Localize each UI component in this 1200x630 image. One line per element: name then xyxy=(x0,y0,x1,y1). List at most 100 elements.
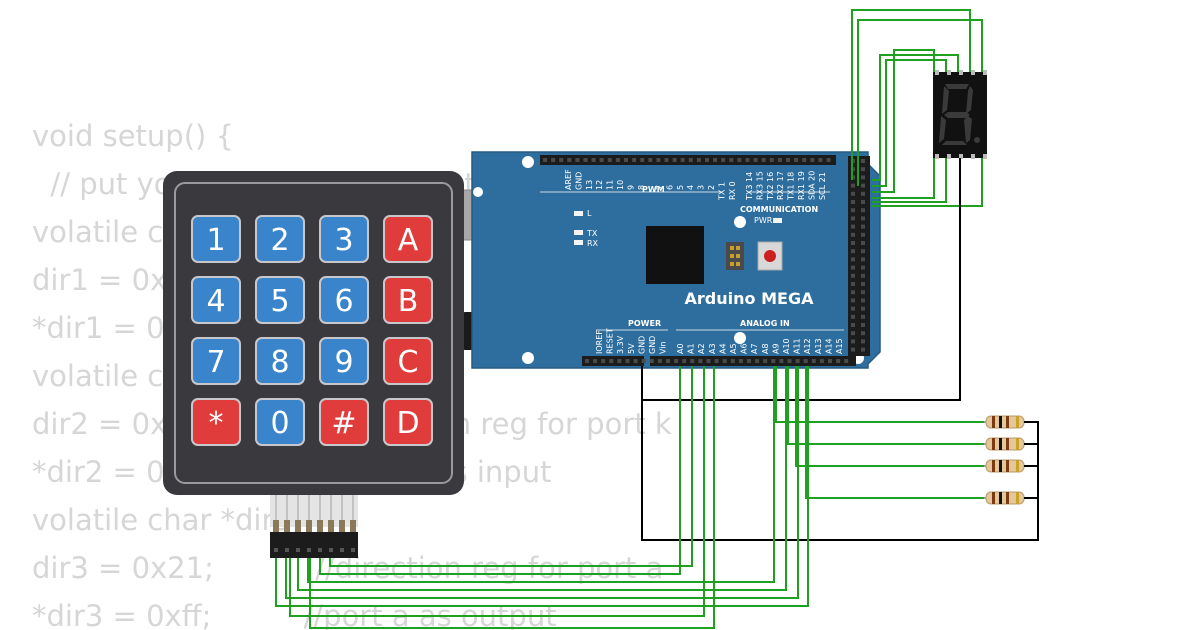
resistor[interactable] xyxy=(978,491,1030,505)
pin-label: 3 xyxy=(697,185,706,190)
pin-label: RX2 17 xyxy=(776,171,785,200)
key-cap[interactable] xyxy=(255,337,305,385)
keypad-key[interactable]: 4 xyxy=(191,276,241,324)
header-hole xyxy=(851,323,855,327)
keypad-key[interactable]: A xyxy=(383,215,433,263)
key-cap[interactable] xyxy=(383,337,433,385)
header-hole xyxy=(753,158,758,162)
seven-segment-display[interactable] xyxy=(933,70,987,159)
header-hole xyxy=(861,249,865,254)
header-hole xyxy=(861,290,865,295)
header-hole xyxy=(844,359,849,363)
resistor[interactable] xyxy=(978,459,1030,473)
header-hole xyxy=(617,359,622,363)
display-pin xyxy=(983,154,987,159)
header-hole xyxy=(755,359,760,363)
key-label: 6 xyxy=(334,284,353,319)
keypad-key[interactable]: * xyxy=(191,398,241,446)
key-label: 9 xyxy=(334,345,353,380)
pwr-label: PWR xyxy=(754,216,773,225)
keypad-key[interactable]: 5 xyxy=(255,276,305,324)
key-cap[interactable] xyxy=(255,398,305,446)
keypad-key[interactable]: 0 xyxy=(255,398,305,446)
key-cap[interactable] xyxy=(383,276,433,324)
keypad-key[interactable]: 9 xyxy=(319,337,369,385)
header-hole xyxy=(721,158,726,162)
keypad-key[interactable]: C xyxy=(383,337,433,385)
keypad-key[interactable]: 8 xyxy=(255,337,305,385)
header-hole xyxy=(851,191,855,196)
header-hole xyxy=(861,232,865,237)
keypad-key[interactable]: 1 xyxy=(191,215,241,263)
resistor-band xyxy=(999,460,1002,472)
resistor-band xyxy=(1016,460,1019,472)
pin-label: TX2 16 xyxy=(766,172,775,201)
keypad-wire xyxy=(309,366,715,629)
header-hole xyxy=(745,158,750,162)
header-hole xyxy=(803,359,808,363)
connector-socket xyxy=(296,548,300,552)
pin-label: 2 xyxy=(707,185,716,190)
display-wire xyxy=(872,158,983,207)
pin-label: A13 xyxy=(814,338,823,354)
connector-pin xyxy=(339,520,345,532)
header-hole xyxy=(810,158,815,162)
key-cap[interactable] xyxy=(319,276,369,324)
mount-hole xyxy=(473,187,483,197)
keypad-key[interactable]: 2 xyxy=(255,215,305,263)
key-cap[interactable] xyxy=(191,398,241,446)
key-label: 0 xyxy=(270,406,289,441)
keypad-key[interactable]: 7 xyxy=(191,337,241,385)
key-label: 1 xyxy=(206,223,225,258)
header-hole xyxy=(771,359,776,363)
keypad-key[interactable]: 3 xyxy=(319,215,369,263)
header-hole xyxy=(826,158,831,162)
pin-label: 5V xyxy=(627,343,636,354)
key-cap[interactable] xyxy=(191,276,241,324)
header-hole xyxy=(640,158,645,162)
key-cap[interactable] xyxy=(319,398,369,446)
key-cap[interactable] xyxy=(319,337,369,385)
reset-button-cap[interactable] xyxy=(764,250,776,262)
keypad-key[interactable]: # xyxy=(319,398,369,446)
header-hole xyxy=(851,216,855,221)
pin-label: 10 xyxy=(616,180,625,190)
key-cap[interactable] xyxy=(383,215,433,263)
key-cap[interactable] xyxy=(255,276,305,324)
display-wire xyxy=(872,59,947,187)
header-hole xyxy=(861,314,865,319)
ground-wire xyxy=(641,400,1039,541)
display-wire xyxy=(872,49,935,193)
header-hole xyxy=(786,158,790,162)
key-cap[interactable] xyxy=(255,215,305,263)
header-hole xyxy=(657,359,662,363)
keypad-wire xyxy=(319,366,681,575)
header-hole xyxy=(861,183,865,188)
header-hole xyxy=(861,224,865,229)
keypad-key[interactable]: D xyxy=(383,398,433,446)
keypad-key[interactable]: 6 xyxy=(319,276,369,324)
header-hole xyxy=(575,158,580,162)
key-label: 4 xyxy=(206,284,225,319)
pin-label: A8 xyxy=(761,343,770,354)
communication-label: COMMUNICATION xyxy=(740,205,818,214)
key-cap[interactable] xyxy=(191,337,241,385)
key-cap[interactable] xyxy=(191,215,241,263)
resistor[interactable] xyxy=(978,437,1030,451)
connector-socket xyxy=(285,548,289,552)
connector-socket xyxy=(318,548,322,552)
header-hole xyxy=(794,158,799,162)
resistor[interactable] xyxy=(978,415,1030,429)
header-hole xyxy=(819,359,824,363)
header-hole xyxy=(861,347,865,352)
header-hole xyxy=(861,175,865,180)
header-hole xyxy=(688,158,693,162)
connector-socket xyxy=(307,548,311,552)
key-cap[interactable] xyxy=(319,215,369,263)
keypad-key[interactable]: B xyxy=(383,276,433,324)
pin-label: 11 xyxy=(606,180,615,190)
key-cap[interactable] xyxy=(383,398,433,446)
